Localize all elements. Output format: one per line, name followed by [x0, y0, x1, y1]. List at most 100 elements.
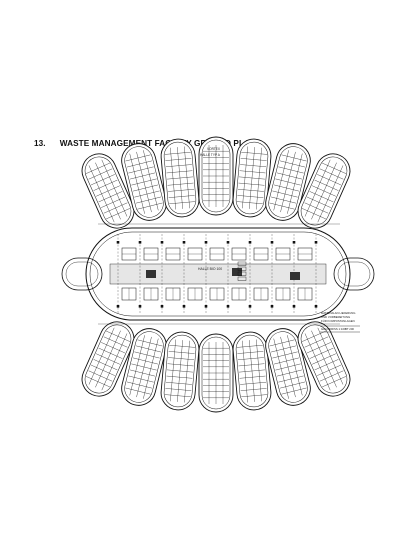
pod-grid-line — [301, 330, 326, 342]
left-ramp — [61, 257, 103, 291]
column — [182, 241, 186, 244]
storage-unit — [237, 261, 247, 266]
column — [314, 241, 318, 244]
composting-pod — [198, 136, 234, 216]
pod-grid-line — [167, 176, 193, 180]
pod-grid-line — [240, 388, 267, 391]
equipment-block — [232, 268, 242, 276]
title-block-line-3: FÜR KOMPOSTANLAGEN — [321, 319, 355, 323]
pod-grid-line — [167, 369, 193, 373]
pod-grid-line — [301, 208, 326, 220]
pod-grid-line — [272, 351, 298, 359]
pod-inner-outline — [84, 324, 132, 394]
pod-grid-line — [168, 357, 195, 360]
pod-inner-outline — [201, 139, 231, 213]
pod-grid-line — [239, 375, 266, 379]
pod-grid-line — [164, 151, 191, 155]
pod-inner-outline — [163, 141, 197, 215]
pod-grid-line — [269, 202, 295, 210]
pod-grid-line — [275, 363, 301, 371]
pod-grid-line — [239, 369, 265, 373]
storage-unit — [237, 271, 247, 276]
right-ramp — [333, 257, 375, 291]
pod-grid-line — [168, 189, 195, 192]
pod-grid-line — [312, 353, 336, 365]
central-hall — [61, 227, 375, 321]
pod-grid-line — [169, 201, 196, 205]
pod-grid-line — [165, 158, 192, 161]
pod-grid-line — [314, 179, 339, 191]
pod-grid-line — [126, 381, 153, 389]
title-block-scale: GRUNDRISS 1:100 — [321, 327, 346, 331]
pod-grid-line — [237, 189, 264, 192]
pod-grid-line — [273, 357, 300, 365]
pod-grid-line — [106, 330, 131, 342]
pod-grid-line — [279, 381, 306, 389]
pod-grid-line — [167, 363, 194, 367]
pod-grid-line — [88, 370, 113, 382]
pod-grid-line — [241, 151, 268, 155]
title-block: MATERIALAN LIEFERUNG UND VORBEREITUNG FÜ… — [320, 311, 360, 333]
pod-grid-line — [103, 336, 128, 348]
pod-grid-line — [106, 208, 131, 220]
pod-grid-line — [279, 160, 306, 168]
pod-grid-line — [131, 363, 157, 371]
title-block-line-2: UND VORBEREITUNG — [321, 315, 350, 319]
pod-grid-line — [168, 351, 195, 354]
page-heading: 13.WASTE MANAGEMENT FACILITY GROUND PLAN — [34, 139, 256, 148]
pod-grid-line — [167, 182, 194, 186]
composting-pod — [232, 331, 272, 411]
pod-grid-line — [101, 342, 125, 354]
pod-grid-line — [137, 339, 163, 347]
pod-grid-line — [93, 179, 118, 191]
left-ramp-inner — [65, 261, 99, 287]
pod-inner-outline — [235, 141, 269, 215]
pod-grid-line — [309, 191, 334, 203]
column — [204, 305, 208, 308]
composting-pod — [265, 328, 311, 406]
column — [160, 241, 164, 244]
composting-pod — [160, 138, 200, 218]
pod-grid-line — [314, 359, 339, 371]
pod-inner-outline — [268, 146, 308, 218]
pod-grid-line — [135, 196, 162, 204]
pod-grid-line — [278, 375, 304, 383]
pod-grid-line — [236, 344, 263, 348]
pod-inner-outline — [268, 331, 308, 403]
pod-grid-line — [91, 364, 115, 376]
pod-grid-line — [317, 364, 341, 376]
column — [270, 241, 274, 244]
pod-grid-line — [96, 353, 120, 365]
pod-grid-line — [166, 170, 193, 174]
pod-grid-line — [101, 196, 125, 208]
pod-grid-line — [165, 382, 192, 385]
pod-grid-line — [281, 154, 307, 162]
equipment-block — [290, 272, 300, 280]
pod-grid-line — [237, 195, 264, 198]
pod-grid-line — [304, 202, 329, 214]
pod-grid-line — [168, 195, 195, 198]
pod-grid-line — [128, 375, 154, 383]
pod-inner-outline — [300, 324, 348, 394]
label-halle-center: HALLE BIO 100 — [198, 267, 222, 271]
column — [116, 241, 120, 244]
column — [116, 305, 120, 308]
column — [226, 241, 230, 244]
equipment-block — [146, 270, 156, 278]
pod-grid-line — [237, 357, 264, 360]
heading-number: 13. — [34, 139, 46, 148]
composting-pod — [297, 321, 351, 397]
column — [138, 305, 142, 308]
column — [248, 241, 252, 244]
pod-grid-line — [166, 375, 193, 379]
title-block-sheet: BT 200 — [345, 327, 354, 331]
column — [204, 241, 208, 244]
column — [292, 305, 296, 308]
column — [160, 305, 164, 308]
pod-grid-line — [169, 344, 196, 348]
pod-grid-line — [270, 196, 297, 204]
composting-pod — [81, 321, 135, 397]
pod-inner-outline — [201, 336, 231, 410]
pod-grid-line — [307, 196, 331, 208]
pod-grid-line — [269, 339, 295, 347]
